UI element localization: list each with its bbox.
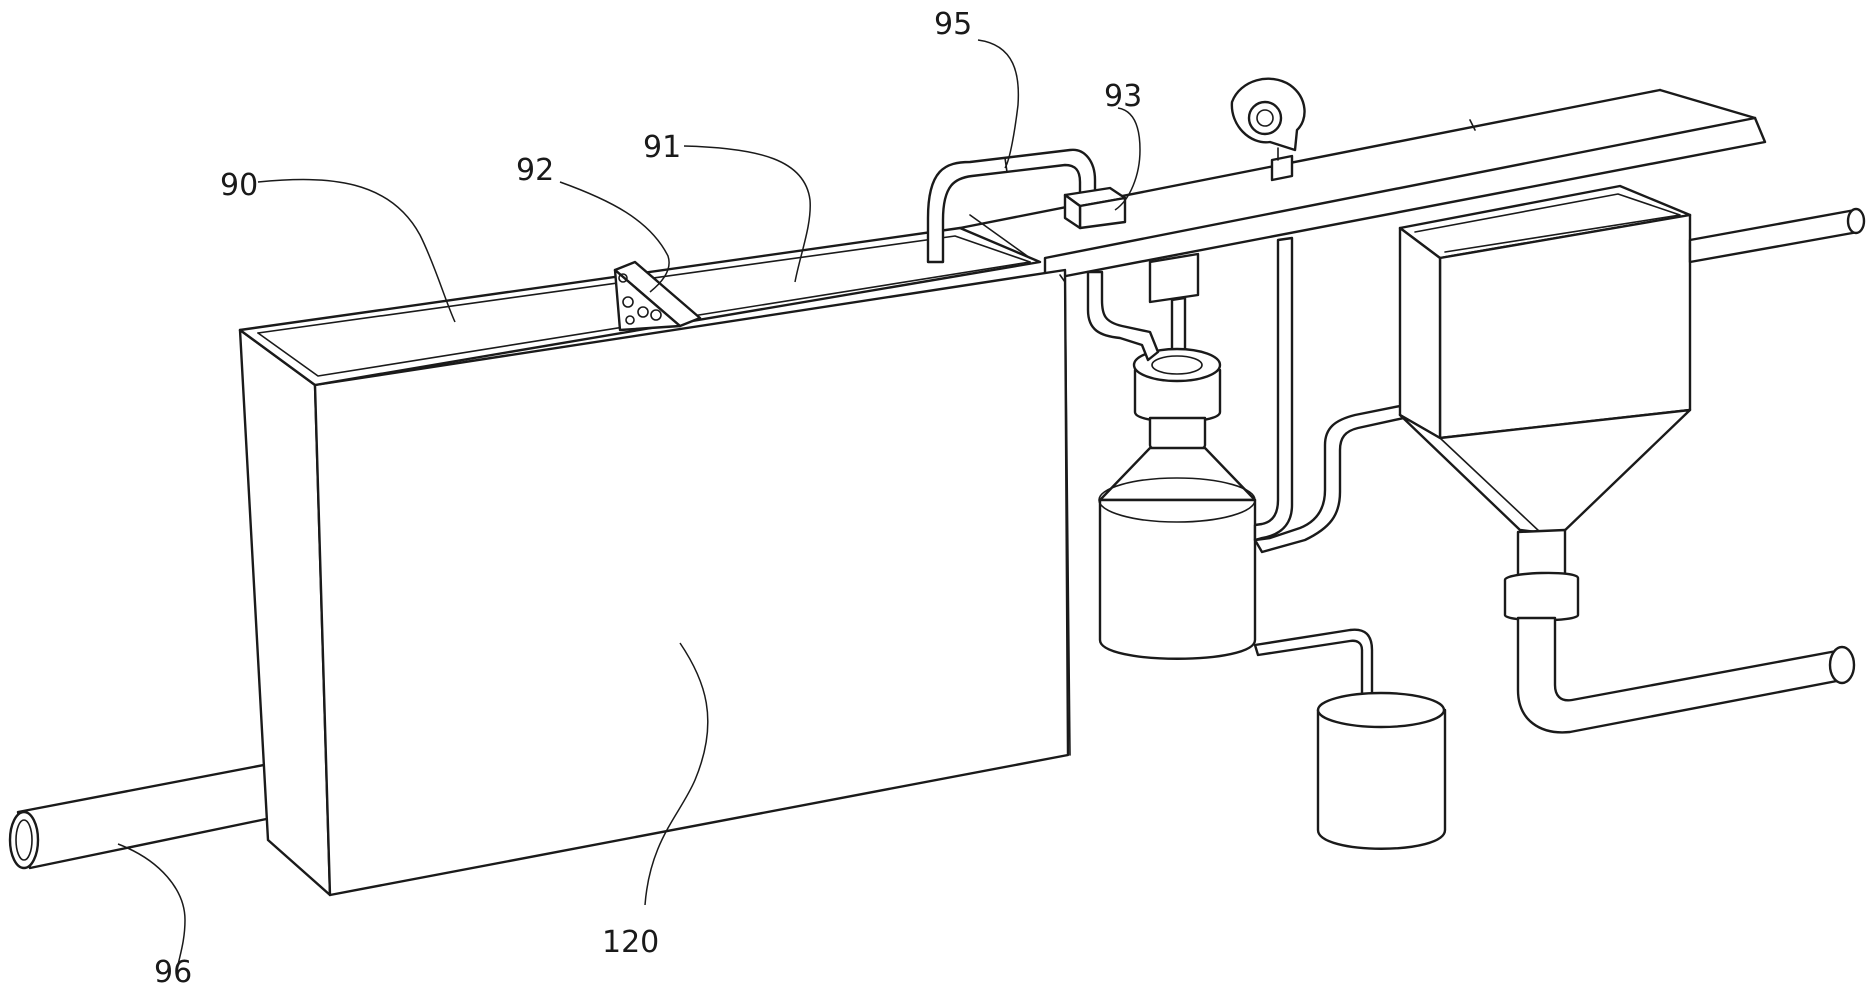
outlet-pipe xyxy=(8,756,307,870)
label-90: 90 xyxy=(220,168,258,203)
leader-lines xyxy=(117,39,1141,966)
right-top-pipe xyxy=(1688,207,1866,264)
return-pipe xyxy=(1253,236,1294,542)
label-92: 92 xyxy=(516,153,554,188)
collection-cup xyxy=(1253,628,1447,850)
blower xyxy=(1230,77,1306,182)
main-tank xyxy=(238,214,1071,897)
label-120: 120 xyxy=(602,925,659,960)
sensor-box xyxy=(1063,186,1127,230)
hopper xyxy=(1398,184,1856,734)
reference-labels: 90 92 91 95 93 120 96 xyxy=(154,7,1142,990)
label-93: 93 xyxy=(1104,79,1142,114)
reaction-vessel xyxy=(1086,270,1257,660)
label-95: 95 xyxy=(934,7,972,42)
label-96: 96 xyxy=(154,955,192,990)
label-91: 91 xyxy=(643,130,681,165)
